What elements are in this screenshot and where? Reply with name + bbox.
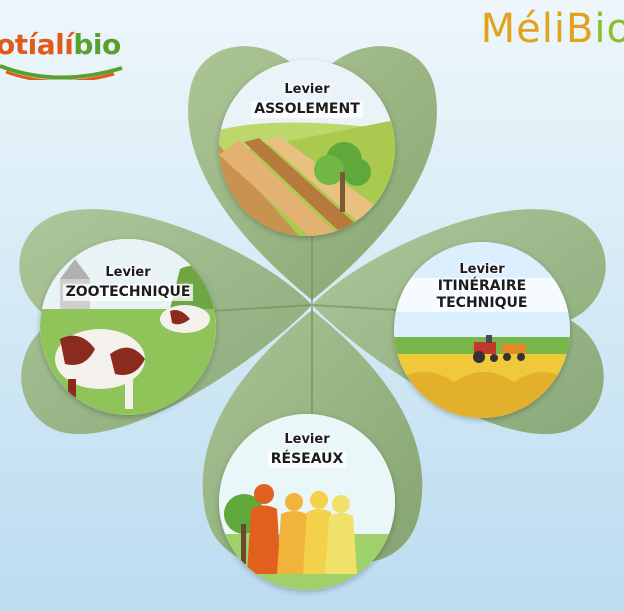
lever-assolement-title: ASSOLEMENT (251, 101, 363, 118)
lever-itineraire-title-line1: ITINÉRAIRE (394, 278, 570, 295)
tractor-scene-image (394, 242, 570, 418)
lever-zootechnique[interactable]: Levier ZOOTECHNIQUE (40, 239, 216, 415)
lever-reseaux-title: RÉSEAUX (267, 451, 347, 468)
lever-zootechnique-label: Levier ZOOTECHNIQUE (40, 265, 216, 301)
optialibio-logo: otíalíbio (0, 14, 128, 80)
lever-reseaux-kicker: Levier (284, 432, 330, 447)
lever-itineraire-kicker: Levier (459, 262, 505, 277)
lever-reseaux[interactable]: Levier RÉSEAUX (219, 414, 395, 590)
lever-zootechnique-title: ZOOTECHNIQUE (62, 284, 194, 301)
lever-itineraire-technique[interactable]: Levier ITINÉRAIRE TECHNIQUE (394, 242, 570, 418)
lever-assolement[interactable]: Levier ASSOLEMENT (219, 60, 395, 236)
lever-assolement-kicker: Levier (284, 82, 330, 97)
optialibio-logo-text: otíalíbio (0, 28, 121, 61)
lever-itineraire-title-line2: TECHNIQUE (394, 295, 570, 312)
melibio-logo: MéliBio (480, 6, 624, 52)
lever-reseaux-label: Levier RÉSEAUX (219, 432, 395, 468)
lever-itineraire-label: Levier ITINÉRAIRE TECHNIQUE (394, 262, 570, 312)
lever-assolement-label: Levier ASSOLEMENT (219, 82, 395, 118)
field-scene-image (219, 60, 395, 236)
cows-scene-image (40, 239, 216, 415)
lever-zootechnique-kicker: Levier (105, 265, 151, 280)
people-scene-image (219, 414, 395, 590)
